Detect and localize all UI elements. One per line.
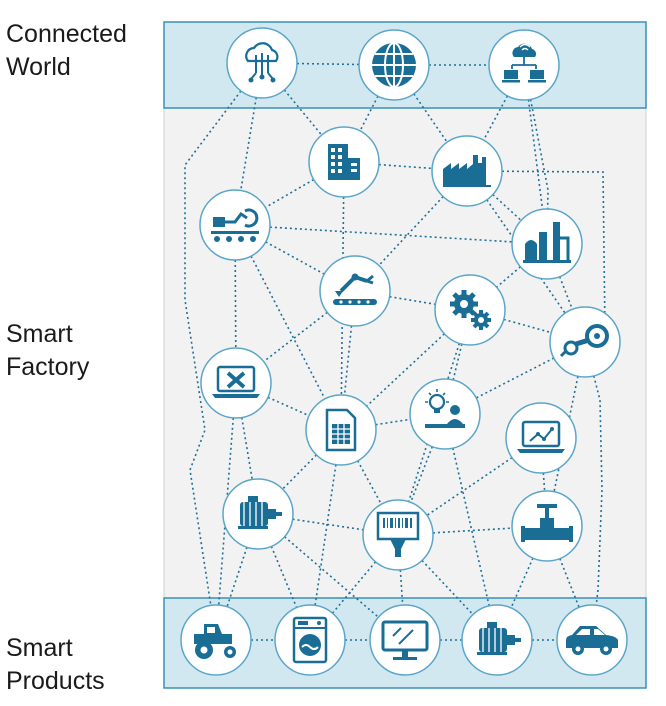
node-cloud-computers bbox=[488, 29, 560, 101]
car-icon bbox=[566, 626, 618, 655]
node-circle bbox=[369, 604, 441, 676]
label-connected-world: Connected World bbox=[6, 18, 127, 84]
conveyor-robot-icon bbox=[211, 208, 259, 242]
edge-laptop-chart-barcode-scanner bbox=[397, 437, 542, 536]
node-circle bbox=[319, 255, 391, 327]
node-circle bbox=[409, 378, 481, 450]
laptop-chart-icon bbox=[517, 420, 565, 453]
node-office-building bbox=[308, 126, 380, 198]
label-connected-world-line1: Connected bbox=[6, 20, 127, 48]
spreadsheet-icon bbox=[325, 408, 357, 452]
motor-icon bbox=[238, 496, 282, 529]
node-barcode-scanner bbox=[362, 499, 434, 571]
label-smart-products-line2: Products bbox=[6, 667, 105, 695]
valve-icon bbox=[521, 504, 573, 542]
node-refinery bbox=[511, 208, 583, 280]
steam-pipe-icon bbox=[559, 324, 609, 358]
edge-motor-barcode-scanner bbox=[257, 513, 399, 536]
label-smart-factory-line2: Factory bbox=[6, 353, 90, 381]
node-electric-motor bbox=[461, 604, 533, 676]
laptop-tools-icon bbox=[212, 365, 260, 398]
factory-icon bbox=[443, 155, 491, 187]
node-circle bbox=[200, 347, 272, 419]
refinery-icon bbox=[523, 222, 571, 263]
node-circle bbox=[505, 402, 577, 474]
node-valve bbox=[511, 490, 583, 562]
idea-person-icon bbox=[425, 389, 465, 428]
node-factory bbox=[431, 135, 503, 207]
robot-arm-icon bbox=[333, 273, 377, 305]
node-gears bbox=[434, 274, 506, 346]
label-smart-products: Smart Products bbox=[6, 632, 105, 698]
node-motor bbox=[222, 478, 294, 550]
edge-conveyor-robot-spreadsheet bbox=[234, 224, 342, 431]
node-circle bbox=[362, 499, 434, 571]
node-circle bbox=[199, 189, 271, 261]
cloud-computers-icon bbox=[502, 43, 546, 83]
node-spreadsheet bbox=[305, 394, 377, 466]
node-cloud-network bbox=[226, 27, 298, 99]
office-building-icon bbox=[328, 144, 360, 180]
edge-conveyor-robot-refinery bbox=[234, 224, 548, 245]
node-tractor bbox=[180, 604, 252, 676]
cloud-network-icon bbox=[245, 42, 279, 83]
node-idea-person bbox=[409, 378, 481, 450]
node-laptop-chart bbox=[505, 402, 577, 474]
label-connected-world-line2: World bbox=[6, 53, 71, 81]
node-car bbox=[556, 604, 628, 676]
barcode-scanner-icon bbox=[376, 511, 420, 557]
label-smart-factory-line1: Smart bbox=[6, 320, 73, 348]
edge-route-2 bbox=[466, 170, 606, 331]
tractor-icon bbox=[194, 624, 236, 659]
node-conveyor-robot bbox=[199, 189, 271, 261]
edge-gears-barcode-scanner bbox=[397, 309, 471, 536]
node-steam-pipe bbox=[549, 306, 621, 378]
node-laptop-tools bbox=[200, 347, 272, 419]
nodes-layer bbox=[180, 27, 628, 676]
label-smart-products-line1: Smart bbox=[6, 634, 73, 662]
monitor-icon bbox=[381, 620, 429, 660]
node-robot-arm bbox=[319, 255, 391, 327]
node-washing-machine bbox=[274, 604, 346, 676]
electric-motor-icon bbox=[477, 622, 521, 655]
node-globe bbox=[358, 29, 430, 101]
label-smart-factory: Smart Factory bbox=[6, 318, 89, 384]
node-monitor bbox=[369, 604, 441, 676]
gears-icon bbox=[450, 290, 491, 330]
washing-machine-icon bbox=[292, 616, 328, 664]
edge-idea-person-electric-motor bbox=[444, 413, 498, 641]
globe-icon bbox=[372, 42, 416, 88]
